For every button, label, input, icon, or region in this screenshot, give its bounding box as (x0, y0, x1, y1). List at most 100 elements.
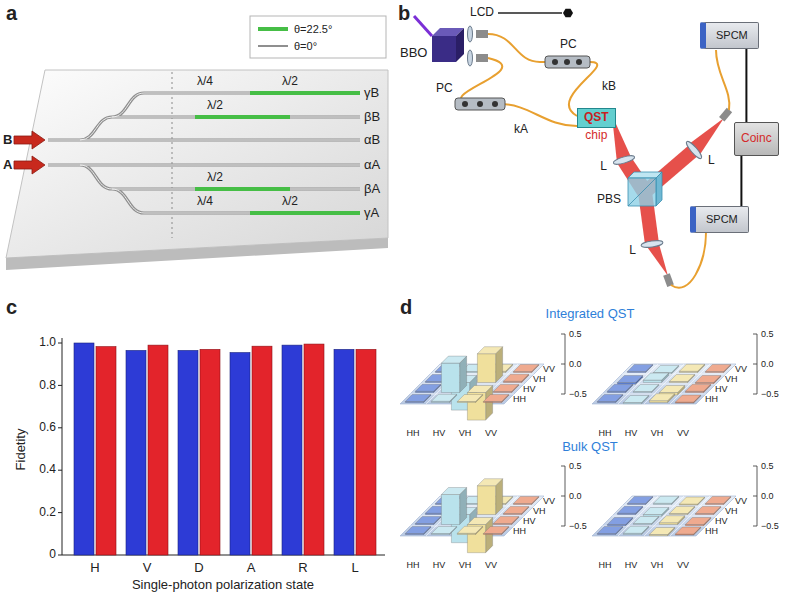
component-label: LCD (470, 6, 494, 20)
bar-top (405, 527, 430, 534)
laser-beam (645, 244, 668, 276)
node-text: SPCM (706, 213, 738, 226)
panel-letter: c (6, 296, 17, 319)
bar-top (669, 375, 694, 382)
bar-top (607, 518, 632, 525)
axis-tick: 0 (49, 548, 56, 562)
bar-top (643, 508, 668, 515)
bar-top (669, 507, 694, 514)
bar-front (679, 371, 697, 372)
basis-label: VH (725, 506, 738, 516)
bar (178, 350, 198, 555)
bar-top (675, 527, 700, 534)
bar-top (633, 517, 658, 524)
waveguide-label: γB (364, 86, 379, 101)
bar-top (679, 497, 704, 504)
bar-top (705, 497, 730, 504)
axis-tick: 0.0 (569, 491, 582, 501)
axis-tick: 0.4 (39, 463, 56, 477)
z-axis (753, 466, 757, 526)
input-arrow (14, 156, 45, 174)
waveguide (48, 93, 360, 213)
bar-top (493, 517, 518, 524)
bar-front (685, 525, 703, 526)
axis-tick: 0.0 (761, 491, 774, 501)
axis-tick (58, 343, 62, 555)
bar-top (467, 518, 492, 525)
fiber-coupler (719, 108, 732, 122)
bar-top (643, 373, 668, 380)
z-axis (753, 334, 757, 394)
bbo-crystal (456, 28, 464, 62)
legend-box (250, 16, 386, 58)
bar (74, 343, 94, 555)
basis-label: HV (433, 428, 446, 438)
bar-top (627, 365, 652, 372)
basis-label: HV (433, 560, 446, 570)
beam-splitter (628, 178, 656, 206)
bar-top (441, 356, 466, 363)
basis-label: VH (459, 428, 472, 438)
basis-label: VV (485, 428, 497, 438)
waveplate-label: λ/2 (207, 99, 223, 113)
waveplate-label: λ/2 (282, 75, 298, 89)
axis-tick: −0.5 (569, 521, 587, 531)
basis-label: VV (543, 496, 555, 506)
chip-caption: chip (577, 129, 616, 143)
panel-letter: b (398, 2, 410, 25)
basis-label: VV (677, 560, 689, 570)
component-label: PBS (597, 193, 621, 207)
basis-label: VH (651, 428, 664, 438)
bar-top (503, 374, 528, 381)
axis-tick: 0.0 (569, 359, 582, 369)
bar-front (477, 486, 495, 515)
bar-front (503, 381, 521, 382)
basis-label: VH (725, 374, 738, 384)
waveguide-label: γA (364, 206, 379, 221)
bar (200, 349, 220, 555)
bar-front (685, 391, 703, 392)
chip-name: QST (577, 108, 616, 128)
basis-label: HH (599, 428, 612, 438)
bar-front (441, 363, 459, 392)
controller-knob (552, 59, 558, 65)
bar-front (695, 383, 713, 384)
panel-letter: d (400, 296, 412, 319)
bar-top (695, 376, 720, 383)
basis-label: VV (735, 496, 747, 506)
bar-front (643, 380, 661, 382)
detector-box: SPCM (700, 22, 759, 49)
waveplate-label: λ/4 (197, 75, 213, 89)
bar-front (623, 533, 641, 534)
controller-knob (477, 101, 483, 107)
lens (468, 26, 473, 42)
bar-top (653, 496, 678, 503)
basis-label: HH (599, 560, 612, 570)
node-text: SPCM (716, 29, 748, 42)
axis-tick: 0.5 (569, 461, 582, 471)
polarization-controller (455, 98, 505, 110)
basis-label: HV (523, 516, 536, 526)
bar-top (623, 526, 648, 533)
bar-top (503, 507, 528, 514)
waveguide-label: αA (364, 158, 380, 173)
legend-sample (258, 27, 288, 31)
beam-splitter (656, 172, 662, 206)
setup-illustration (414, 9, 732, 288)
plot-title: Bulk QST (562, 440, 618, 455)
bar-top (685, 384, 710, 391)
basis-label: HH (513, 526, 526, 536)
bar-front (425, 513, 443, 514)
panel-letter: a (6, 2, 17, 25)
axis-tick: −0.5 (761, 389, 779, 399)
bar (282, 345, 302, 555)
lens (468, 50, 473, 66)
component-label: L (708, 154, 715, 168)
category-label: D (194, 561, 203, 576)
axis-tick: 1.0 (39, 336, 56, 350)
basis-label: VH (533, 506, 546, 516)
bar-top (659, 516, 684, 523)
bar-front (457, 533, 475, 534)
waveplate-segment (195, 93, 360, 213)
bar-top (441, 488, 466, 495)
